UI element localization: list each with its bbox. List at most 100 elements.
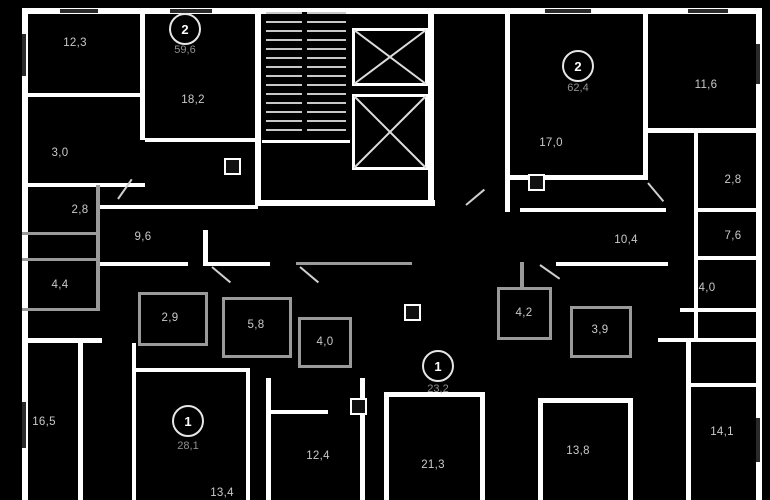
room-area-label: 13,4: [210, 487, 234, 499]
window-marker: [545, 9, 591, 13]
wall: [538, 398, 633, 403]
wall: [22, 8, 28, 500]
wall: [628, 398, 633, 500]
wall: [384, 392, 485, 397]
wall: [132, 343, 136, 500]
wall: [78, 343, 83, 500]
wall: [298, 365, 352, 368]
wall: [549, 287, 552, 339]
wall: [138, 292, 141, 346]
utility-marker-box: [528, 174, 545, 191]
wall: [688, 383, 758, 387]
wall: [22, 232, 100, 235]
apartment-total-area: 28,1: [177, 440, 199, 452]
wall: [96, 185, 100, 310]
apartment-total-area: 23,2: [427, 383, 449, 395]
wall: [22, 8, 762, 14]
wall: [629, 306, 632, 358]
room-area-label: 7,6: [724, 230, 742, 242]
room-area-label: 11,6: [694, 79, 718, 91]
room-area-label: 16,5: [32, 416, 56, 428]
room-area-label: 2,8: [724, 174, 742, 186]
room-area-label: 4,4: [51, 279, 69, 291]
wall: [298, 317, 352, 320]
wall: [696, 208, 762, 212]
window-marker: [60, 9, 98, 13]
wall: [694, 128, 698, 212]
wall: [360, 378, 365, 500]
wall: [428, 8, 434, 206]
wall: [505, 8, 510, 212]
window-marker: [756, 44, 760, 84]
window-marker: [688, 9, 728, 13]
wall: [497, 287, 552, 290]
wall: [22, 258, 100, 261]
apartment-rooms-count: 2: [574, 58, 582, 74]
elevator-shaft-icon: [352, 94, 428, 170]
room-area-label: 9,6: [134, 231, 152, 243]
wall: [208, 262, 270, 266]
room-area-label: 13,8: [566, 445, 590, 457]
wall: [222, 355, 292, 358]
wall: [497, 287, 500, 339]
door-swing: [211, 266, 232, 284]
wall: [96, 262, 188, 266]
door-swing: [117, 178, 133, 200]
door-swing: [299, 266, 320, 284]
room-area-label: 5,8: [247, 319, 265, 331]
room-area-label: 21,3: [421, 459, 445, 471]
wall: [140, 8, 145, 140]
wall: [643, 128, 762, 133]
room-area-label: 10,4: [614, 234, 638, 246]
room-area-label: 17,0: [539, 137, 563, 149]
wall: [480, 392, 485, 500]
wall: [266, 410, 328, 414]
window-marker: [22, 402, 26, 448]
wall: [138, 343, 208, 346]
wall: [556, 262, 668, 266]
wall: [349, 317, 352, 367]
wall: [22, 93, 145, 97]
wall: [255, 8, 261, 206]
wall: [520, 262, 524, 290]
wall: [756, 8, 762, 500]
door-swing: [465, 188, 486, 206]
wall: [680, 308, 762, 312]
wall: [132, 368, 248, 372]
elevator-shaft-icon: [352, 28, 428, 86]
wall: [643, 8, 648, 180]
wall: [570, 306, 632, 309]
wall: [138, 292, 208, 295]
wall: [289, 297, 292, 357]
room-area-label: 4,0: [698, 282, 716, 294]
utility-marker-box: [350, 398, 367, 415]
apartment-rooms-count: 1: [434, 358, 442, 374]
room-area-label: 12,4: [306, 450, 330, 462]
wall: [246, 368, 250, 500]
window-marker: [170, 9, 212, 13]
staircase-divider: [302, 12, 307, 136]
wall: [255, 200, 435, 206]
wall: [497, 337, 552, 340]
wall: [658, 338, 762, 342]
wall: [520, 208, 666, 212]
wall: [296, 262, 412, 265]
wall: [570, 306, 573, 358]
room-area-label: 12,3: [63, 37, 87, 49]
wall: [384, 392, 389, 500]
room-area-label: 4,2: [515, 307, 533, 319]
utility-marker-box: [224, 158, 241, 175]
room-area-label: 3,0: [51, 147, 69, 159]
wall: [686, 338, 691, 500]
wall: [570, 355, 632, 358]
room-area-label: 14,1: [710, 426, 734, 438]
wall: [262, 140, 350, 143]
door-swing: [539, 264, 561, 280]
wall: [222, 297, 225, 357]
wall: [538, 398, 543, 500]
apartment-rooms-badge: 1: [422, 350, 454, 382]
room-area-label: 3,9: [591, 324, 609, 336]
wall: [205, 292, 208, 346]
utility-marker-box: [404, 304, 421, 321]
window-marker: [756, 418, 760, 462]
